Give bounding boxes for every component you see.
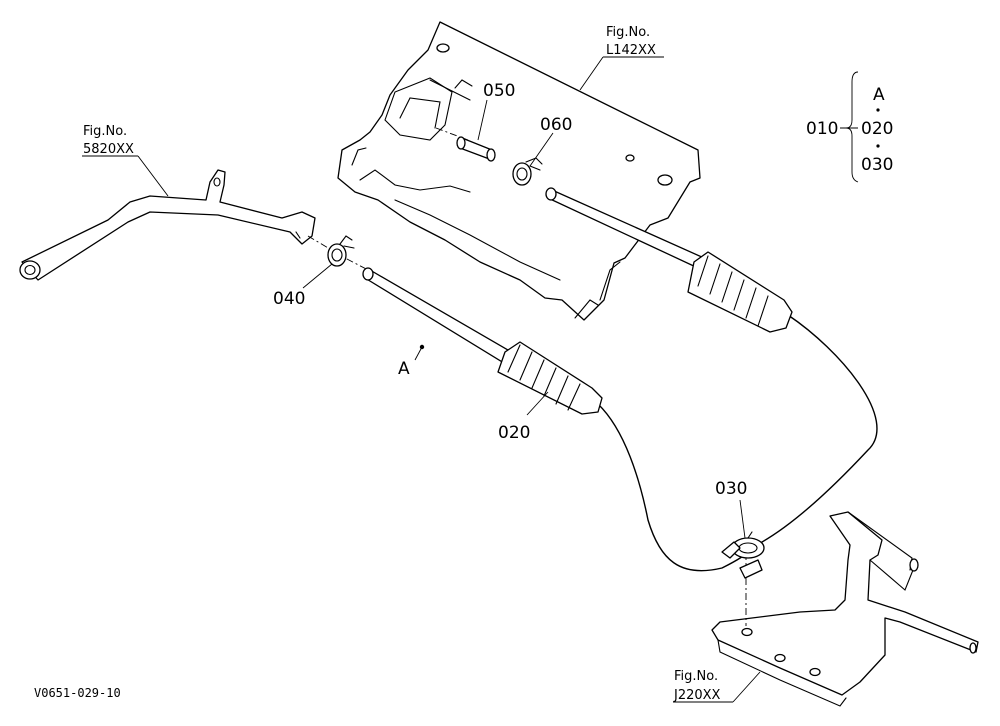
pin-050 <box>456 136 496 162</box>
hose-upper <box>545 187 793 333</box>
svg-text:L142XX: L142XX <box>606 43 656 58</box>
group-parent-label: 010 <box>806 119 838 139</box>
part-label-060: 060 <box>540 115 572 135</box>
upper-cable-wire <box>761 314 878 543</box>
fig-ref-j220xx: Fig.No. J220XX <box>673 669 721 703</box>
group-child-030: 030 <box>861 155 893 175</box>
svg-text:5820XX: 5820XX <box>83 142 134 157</box>
fig-ref-5820xx: Fig.No. 5820XX <box>83 124 134 157</box>
group-child-a: A <box>873 85 885 105</box>
part-label-020: 020 <box>498 423 530 443</box>
fig-ref-l142xx: Fig.No. L142XX <box>606 25 656 58</box>
lower-bracket <box>711 511 979 707</box>
svg-text:Fig.No.: Fig.No. <box>606 25 650 40</box>
part-label-a: A <box>398 359 410 379</box>
part-label-040: 040 <box>273 289 305 309</box>
part-label-050: 050 <box>483 81 515 101</box>
clamp-040 <box>327 235 355 267</box>
svg-text:J220XX: J220XX <box>673 688 721 703</box>
svg-text:Fig.No.: Fig.No. <box>674 669 718 684</box>
drawing-code: V0651-029-10 <box>34 686 121 700</box>
group-child-020: 020 <box>861 119 893 139</box>
lower-cable-wire <box>597 403 753 572</box>
left-pipe <box>19 169 316 281</box>
svg-text:Fig.No.: Fig.No. <box>83 124 127 139</box>
hose-020-lower <box>362 267 603 415</box>
part-label-030: 030 <box>715 479 747 499</box>
clamp-030 <box>721 531 765 579</box>
part-group: 010 A 020 030 <box>806 71 893 183</box>
clamp-060 <box>512 157 543 186</box>
